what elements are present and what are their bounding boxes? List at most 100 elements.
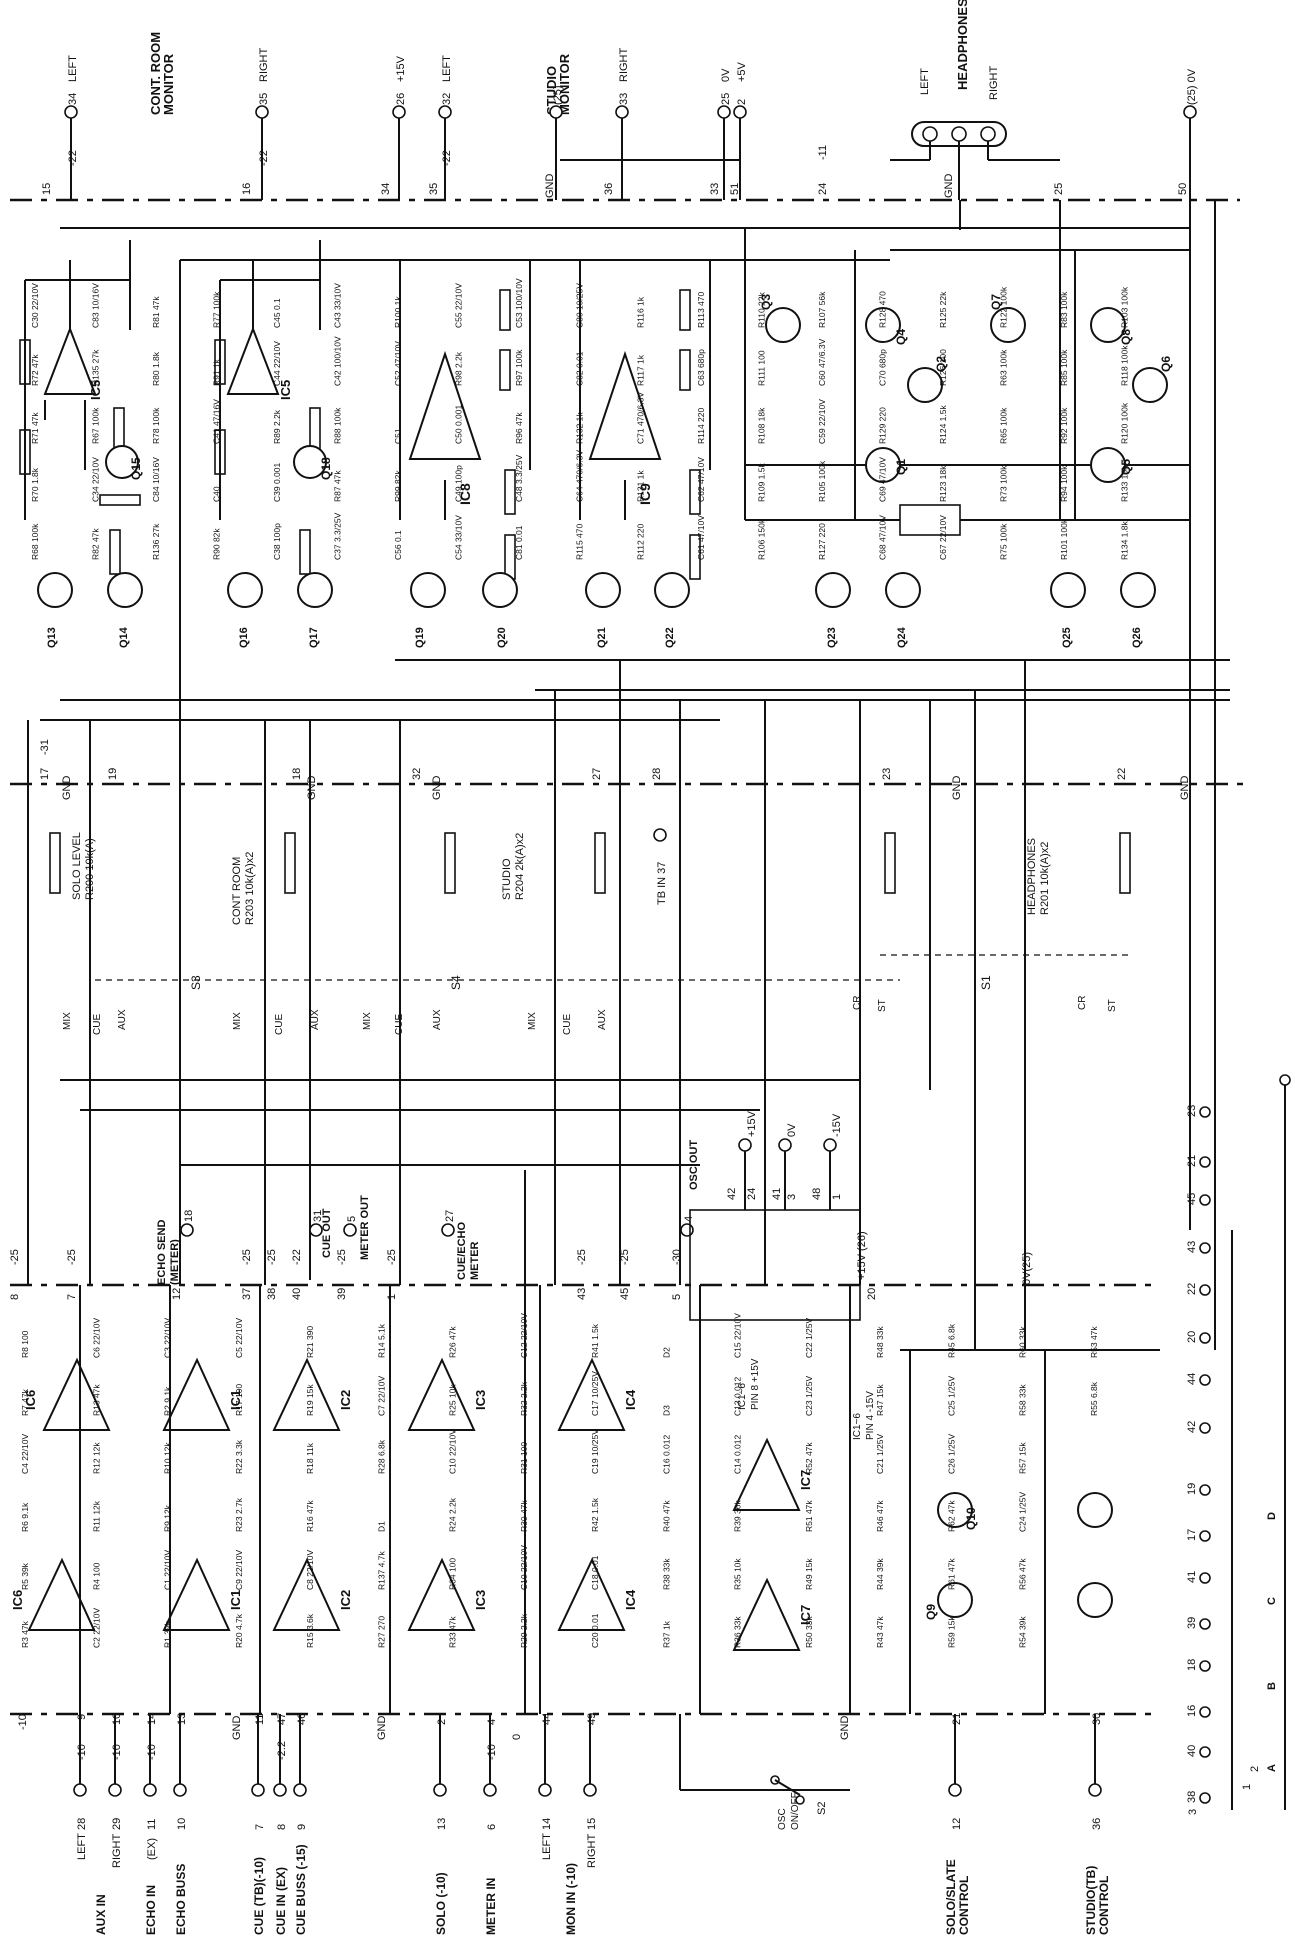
svg-text:IC7: IC7	[798, 1605, 813, 1625]
component-value-label: R109 1.5k	[756, 463, 766, 502]
component-value-label: R22 3.3k	[234, 1439, 244, 1474]
svg-text:3: 3	[786, 1194, 798, 1200]
svg-text:41: 41	[771, 1188, 783, 1200]
component-value-label: C71 470/6.3V	[635, 392, 645, 444]
pot-bank-rows: 23 21 45 43 22 20 44 42 19 17 41 39 18 1…	[1186, 1105, 1211, 1804]
component-value-label: R23 2.7k	[234, 1497, 244, 1532]
selector-switches: S3 S4 S1 MIX CUE AUX MIX CUE AUX MIX CUE…	[62, 954, 1130, 1035]
svg-text:22: 22	[1186, 1283, 1198, 1295]
mb-40: 40	[291, 1288, 303, 1300]
p5v-pin: 2	[736, 99, 748, 105]
p15v-bus: 34	[380, 183, 392, 195]
svg-text:39: 39	[1186, 1617, 1198, 1629]
svg-text:(EX): (EX)	[146, 1838, 158, 1860]
svg-text:Q3: Q3	[759, 294, 773, 310]
component-value-label: C24 1/25V	[1018, 1492, 1028, 1532]
muting-transistors: Q13 Q14 Q16 Q17 Q19 Q20 Q21 Q22 Q23 Q24 …	[37, 572, 1156, 648]
hp-ov-pin: (25) 0V	[1186, 68, 1198, 105]
component-value-label: C49 100p	[454, 465, 464, 502]
component-value-label: R29 2.2k	[519, 1613, 529, 1648]
meter-in: 6 -10 4 METER IN	[483, 1714, 498, 1935]
svg-text:1: 1	[831, 1194, 843, 1200]
svg-text:42: 42	[726, 1188, 738, 1200]
svg-text:ST: ST	[1107, 999, 1118, 1012]
component-value-label: R100 1k	[393, 296, 403, 328]
cue-in: 8 -2.2 47 CUE IN (EX)	[273, 1713, 288, 1935]
echo-buss: 10 13 ECHO BUSS	[173, 1713, 188, 1935]
component-value-label: R45 6.8k	[946, 1323, 956, 1358]
svg-text:12: 12	[951, 1818, 963, 1830]
component-value-label: C62 47/10V	[696, 457, 706, 502]
svg-text:46: 46	[296, 1713, 308, 1725]
component-value-label: R103 100k	[1119, 286, 1129, 328]
cue-tb: 7 11 CUE (TB)(-10)	[251, 1714, 266, 1935]
component-value-label: D3	[661, 1405, 671, 1416]
component-value-label: R101 100k	[1059, 518, 1069, 560]
component-value-label: R1 39k	[163, 1620, 173, 1648]
cr-right-pin: 35	[258, 93, 270, 105]
svg-text:MIX: MIX	[527, 1012, 538, 1030]
hp-ov-bus: 50	[1177, 183, 1189, 195]
component-value-label: R72 47k	[30, 354, 40, 386]
svg-text:+15V (26): +15V (26)	[856, 1231, 868, 1280]
component-value-label: R92 100k	[1059, 407, 1069, 444]
svg-text:Q5: Q5	[1119, 459, 1133, 475]
studio-tb-control: 36 30 STUDIO(TB)CONTROL	[1084, 1713, 1111, 1935]
component-value-label: R60 33k	[1018, 1326, 1028, 1358]
svg-text:-10: -10	[17, 1714, 29, 1730]
component-value-label: C67 22/10V	[938, 515, 948, 560]
mb-5-l: -30	[671, 1249, 683, 1265]
svg-text:30: 30	[1091, 1713, 1103, 1725]
component-value-label: C84 10/16V	[151, 457, 161, 502]
cr-left-pin: 34	[67, 93, 79, 105]
st-left-level: -22	[441, 150, 453, 166]
component-value-label: R108 18k	[756, 407, 766, 444]
svg-text:42: 42	[1186, 1421, 1198, 1433]
svg-text:Q20: Q20	[496, 627, 508, 648]
p15v-pin: 26	[395, 93, 407, 105]
svg-text:Q17: Q17	[308, 627, 320, 648]
component-value-label: C59 22/10V	[817, 399, 827, 444]
svg-text:GND: GND	[231, 1716, 243, 1741]
svg-text:Q26: Q26	[1131, 627, 1143, 648]
component-value-label: R47 15k	[875, 1384, 885, 1416]
component-value-label: R123 18k	[938, 465, 948, 502]
component-value-label: C54 33/10V	[454, 515, 464, 560]
component-value-label: R5 39k	[20, 1562, 30, 1590]
component-value-label: R53 47k	[1089, 1326, 1099, 1358]
component-value-label: C60 47/6.3V	[817, 338, 827, 386]
component-value-label: R97 100k	[514, 349, 524, 386]
component-value-label: R51 47k	[804, 1500, 814, 1532]
svg-text:MIX: MIX	[62, 1012, 73, 1030]
mb-5: 5	[671, 1294, 683, 1300]
bus-n31: -31	[39, 739, 51, 755]
ov-bus: 33	[709, 183, 721, 195]
component-value-label: R99 82k	[393, 470, 403, 502]
component-value-label: C20 0.01	[590, 1613, 600, 1648]
component-value-label: R70 1.8k	[30, 467, 40, 502]
component-value-label: C15 22/10V	[733, 1313, 743, 1358]
svg-text:19: 19	[1186, 1483, 1198, 1495]
vertical-wiring	[27, 200, 1216, 1714]
gnd-3: GND	[431, 776, 443, 801]
svg-text:LEFT: LEFT	[541, 1833, 553, 1860]
bus-17: 17	[39, 768, 51, 780]
ov-pin: 25	[720, 93, 732, 105]
component-value-label: R6 9.1k	[20, 1502, 30, 1532]
svg-text:MIX: MIX	[362, 1012, 373, 1030]
component-value-label: R136 27k	[151, 523, 161, 560]
component-value-label: C48 3.3/25V	[514, 454, 524, 502]
component-value-label: R122 100k	[998, 286, 1008, 328]
ov-side: 0V	[720, 68, 732, 82]
svg-text:IC2: IC2	[338, 1590, 353, 1610]
studio-volume-label: STUDIOR204 2k(A)x2	[501, 833, 526, 900]
component-value-label: R35 10k	[733, 1558, 743, 1590]
component-value-label: R83 100k	[1059, 291, 1069, 328]
svg-text:1: 1	[1241, 1784, 1253, 1790]
svg-text:IC1: IC1	[228, 1590, 243, 1610]
pot-bank: 23 21 45 43 22 20 44 42 19 17 41 39 18 1…	[1186, 1074, 1291, 1815]
component-value-label: R26 47k	[448, 1326, 458, 1358]
mb-43-l: -25	[576, 1249, 588, 1265]
